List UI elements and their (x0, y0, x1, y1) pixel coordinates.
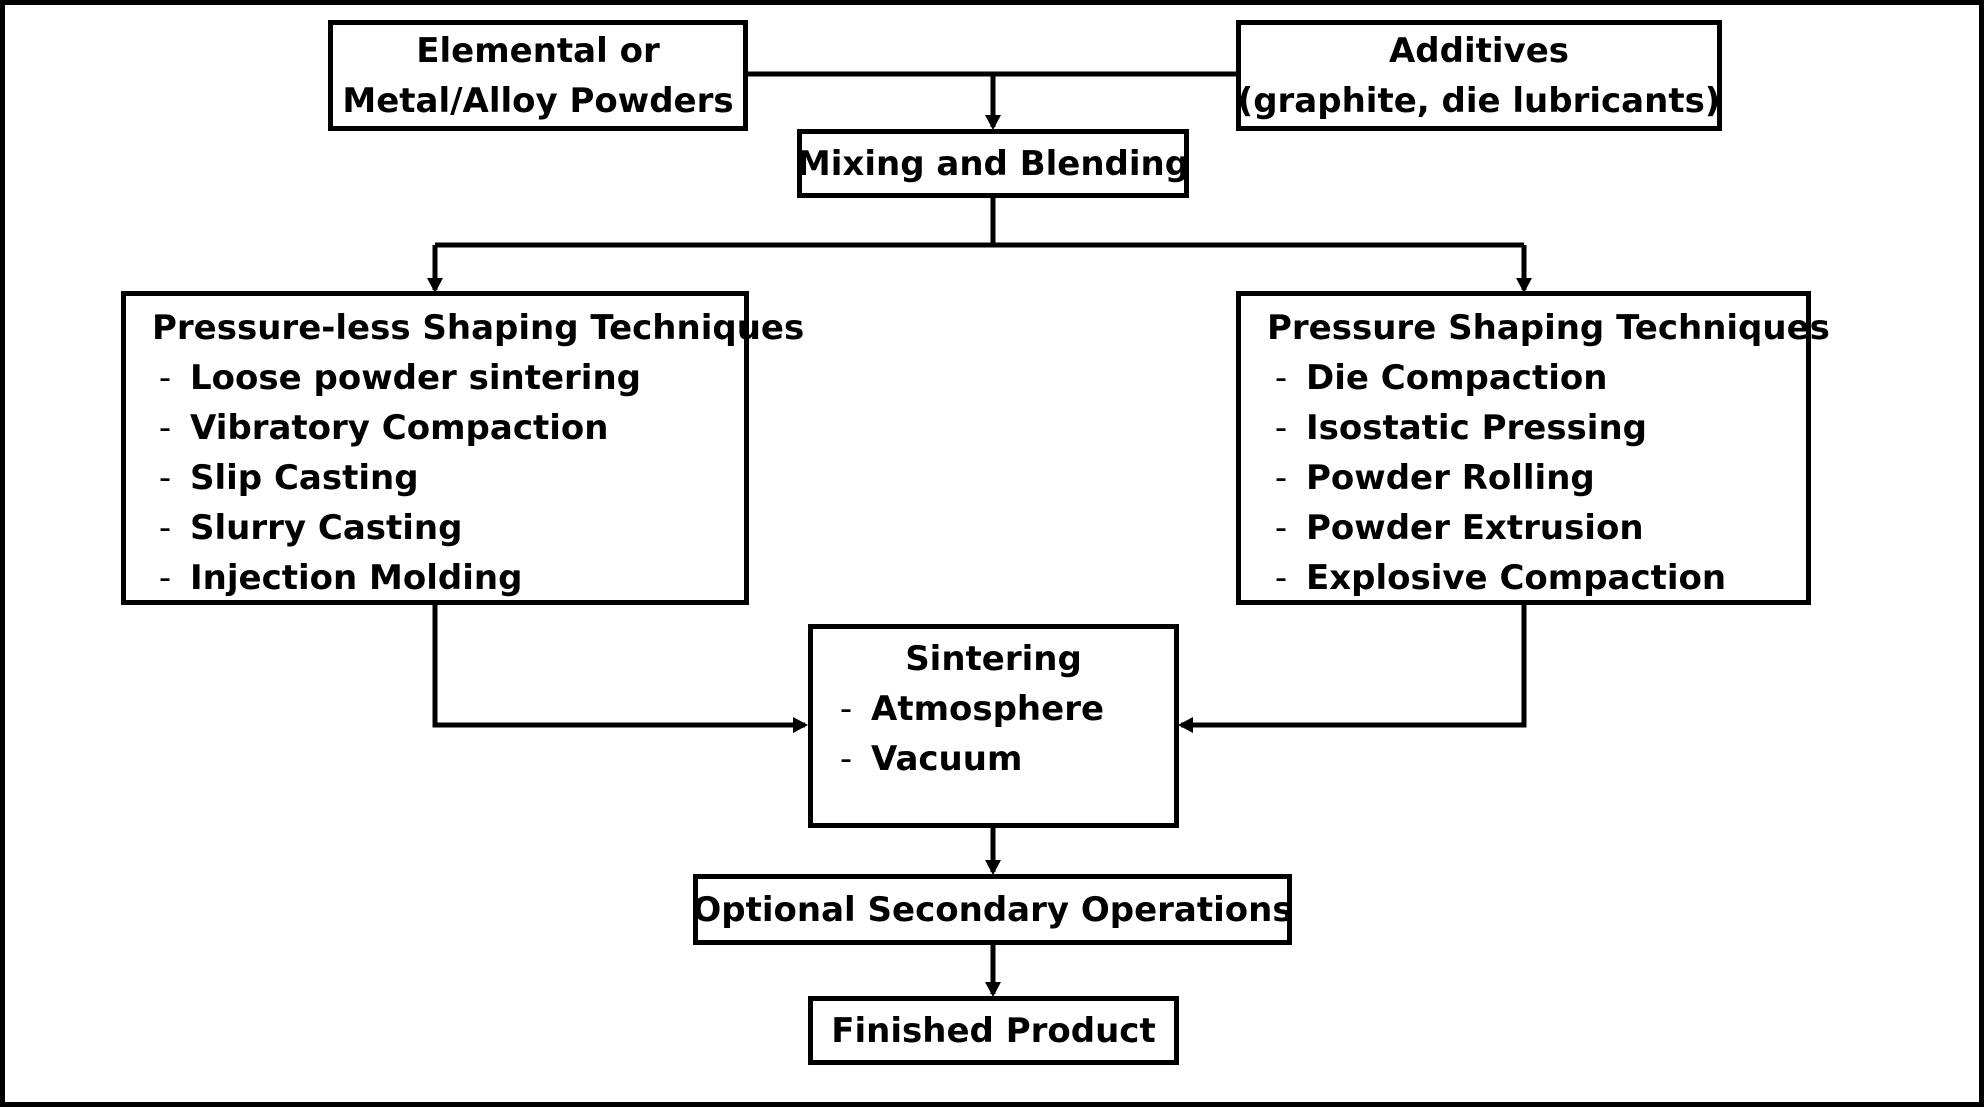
arrowhead-pressureless (427, 278, 443, 293)
sintering-item-label: Vacuum (871, 739, 1023, 779)
pressureless-item: -Slurry Casting (140, 503, 744, 553)
arrowhead-sintering-left (793, 717, 808, 733)
arrowhead-secondary (985, 860, 1001, 875)
bullet-dash: - (158, 358, 172, 398)
bullet-dash: - (158, 558, 172, 598)
bullet-dash: - (1274, 408, 1288, 448)
arrowhead-pressure (1516, 278, 1532, 293)
pressure-item: -Explosive Compaction (1256, 553, 1806, 603)
sintering-item: -Vacuum (821, 734, 1174, 784)
pressureless-item-label: Slip Casting (190, 458, 419, 498)
bullet-dash: - (839, 689, 853, 729)
pressureless-item: -Slip Casting (140, 453, 744, 503)
pressure-item: -Isostatic Pressing (1256, 403, 1806, 453)
sintering-item: -Atmosphere (821, 684, 1174, 734)
bullet-dash: - (1274, 458, 1288, 498)
arrow-pressure-to-sintering (1181, 604, 1527, 728)
node-pressure-title: Pressure Shaping Techniques (1267, 308, 1830, 348)
node-sintering: Sintering -Atmosphere -Vacuum (808, 624, 1179, 828)
bullet-dash: - (1274, 508, 1288, 548)
pressure-item-label: Powder Rolling (1306, 458, 1595, 498)
pressureless-item-label: Loose powder sintering (190, 358, 641, 398)
pressure-item-label: Isostatic Pressing (1306, 408, 1647, 448)
node-powders: Elemental or Metal/Alloy Powders (328, 20, 748, 131)
pressure-item-label: Powder Extrusion (1306, 508, 1644, 548)
node-additives: Additives (graphite, die lubricants) (1236, 20, 1722, 131)
bullet-dash: - (1274, 558, 1288, 598)
arrowhead-sintering-right (1178, 717, 1193, 733)
node-secondary-label: Optional Secondary Operations (692, 889, 1293, 930)
pressure-item: -Powder Rolling (1256, 453, 1806, 503)
node-mixing-label: Mixing and Blending (796, 143, 1190, 184)
sintering-item-label: Atmosphere (871, 689, 1105, 729)
node-finished: Finished Product (808, 996, 1179, 1065)
node-pressure: Pressure Shaping Techniques -Die Compact… (1236, 291, 1830, 605)
node-additives-line-2: (graphite, die lubricants) (1237, 80, 1721, 121)
bullet-dash: - (158, 408, 172, 448)
pressure-item: -Powder Extrusion (1256, 503, 1806, 553)
arrowhead-mixing (985, 115, 1001, 130)
bullet-dash: - (158, 458, 172, 498)
node-pressureless-title: Pressure-less Shaping Techniques (152, 308, 805, 348)
bullet-dash: - (1274, 358, 1288, 398)
pressureless-item-label: Slurry Casting (190, 508, 463, 548)
pressure-item: -Die Compaction (1256, 353, 1806, 403)
pressureless-item: -Loose powder sintering (140, 353, 744, 403)
node-powders-line-2: Metal/Alloy Powders (342, 80, 734, 121)
pressureless-item: -Vibratory Compaction (140, 403, 744, 453)
node-pressureless: Pressure-less Shaping Techniques -Loose … (121, 291, 805, 605)
pressureless-item: -Injection Molding (140, 553, 744, 603)
arrow-pressureless-to-sintering (432, 604, 805, 728)
pressure-item-label: Die Compaction (1306, 358, 1608, 398)
bullet-dash: - (158, 508, 172, 548)
pressureless-item-label: Injection Molding (190, 558, 523, 598)
node-powders-line-1: Elemental or (416, 30, 660, 71)
node-finished-label: Finished Product (831, 1010, 1156, 1051)
node-secondary: Optional Secondary Operations (692, 874, 1293, 945)
node-mixing: Mixing and Blending (797, 129, 1189, 198)
node-additives-line-1: Additives (1388, 30, 1569, 71)
arrowhead-finished (985, 982, 1001, 997)
pressure-item-label: Explosive Compaction (1306, 558, 1727, 598)
bullet-dash: - (839, 739, 853, 779)
pressureless-item-label: Vibratory Compaction (190, 408, 609, 448)
node-sintering-title: Sintering (905, 639, 1082, 679)
